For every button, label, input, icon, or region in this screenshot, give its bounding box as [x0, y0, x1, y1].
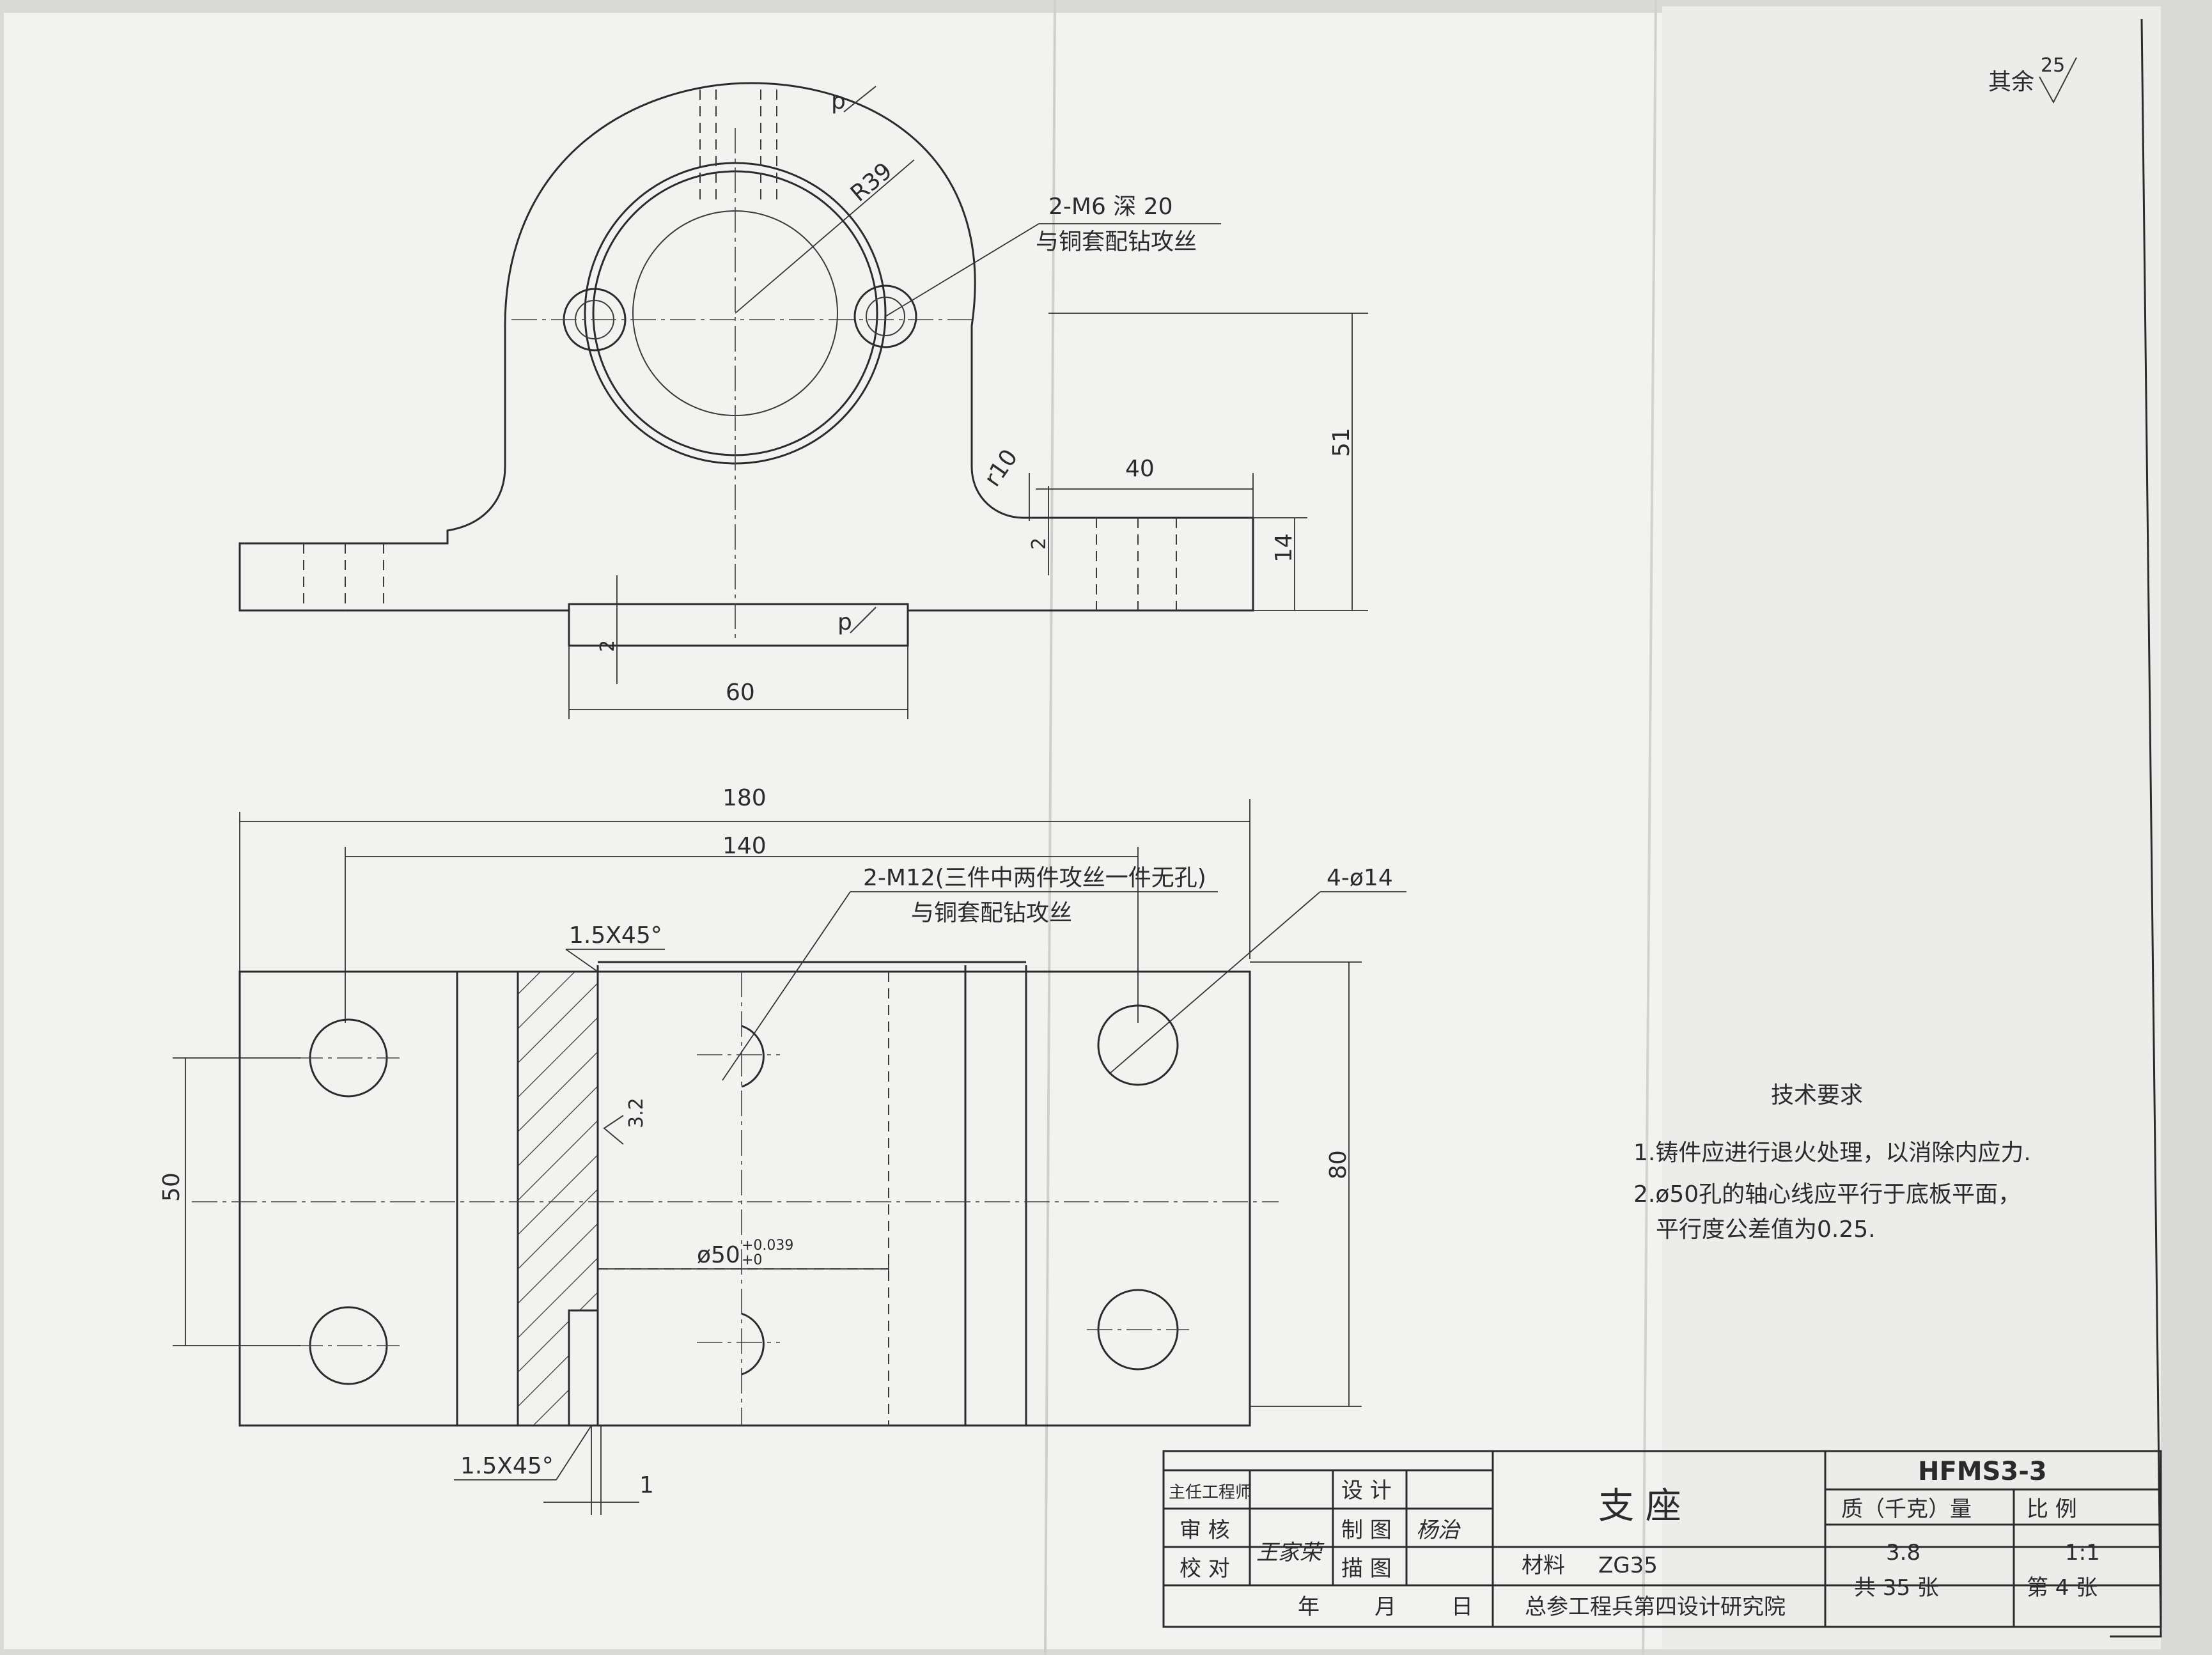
- title-block: 主任工程师 审 核 校 对 王家荣 设 计 制 图 描 图 杨治 年 月 日 支…: [1162, 1450, 2162, 1628]
- dim-51: 51: [1328, 428, 1355, 457]
- tb-mass-value: 3.8: [1886, 1540, 1920, 1566]
- thread-half-hole: [741, 1025, 765, 1088]
- tb-drawing-no: HFMS3-3: [1918, 1457, 2047, 1486]
- tb-date-day: 日: [1451, 1594, 1473, 1620]
- tb-check: 校 对: [1180, 1556, 1230, 1581]
- thread-note-line1: 2-M6 深 20: [1048, 194, 1173, 220]
- tb-date-month: 月: [1375, 1594, 1396, 1620]
- title-block-frame: [1162, 1450, 2162, 1628]
- thread-note-leader: [885, 223, 1040, 317]
- tb-review: 审 核: [1180, 1518, 1230, 1543]
- bore-tol-upper: +0.039: [742, 1238, 793, 1254]
- dim-1: 1: [639, 1472, 654, 1498]
- chamfer-top-leader: [565, 949, 598, 972]
- front-view: 180 140: [159, 785, 1406, 1515]
- tb-sig-draft: 杨治: [1416, 1518, 1461, 1543]
- thread-hole-right-inner: [866, 297, 905, 336]
- dim-2-left: 2: [596, 640, 619, 652]
- m12-leader: [722, 891, 851, 1081]
- bore-label: ø50: [697, 1242, 740, 1268]
- dim-80: 80: [1325, 1150, 1351, 1179]
- dim-60: 60: [726, 680, 755, 706]
- sheet-border: [2110, 19, 2162, 1638]
- tb-design: 设 计: [1341, 1478, 1392, 1503]
- tb-material-label: 材料: [1522, 1553, 1565, 1578]
- roughness-32: 3.2: [625, 1098, 648, 1128]
- surface-finish-value: 25: [2041, 54, 2065, 77]
- tech-requirements: 技术要求 1.铸件应进行退火处理，以消除内应力. 2.ø50孔的轴心线应平行于底…: [1633, 1082, 2031, 1243]
- top-view-outline: [238, 82, 1254, 612]
- tech-item-1: 1.铸件应进行退火处理，以消除内应力.: [1633, 1140, 2031, 1166]
- tech-item-2b: 平行度公差值为0.25.: [1656, 1216, 1876, 1243]
- roughness-tick: [850, 607, 876, 633]
- dim-50: 50: [159, 1172, 185, 1202]
- tb-material-value: ZG35: [1598, 1553, 1658, 1578]
- dim-40: 40: [1125, 456, 1155, 482]
- fold-line: [1642, 0, 1657, 1655]
- m12-note-line1: 2-M12(三件中两件攻丝一件无孔): [863, 865, 1206, 891]
- fold-line: [1044, 0, 1056, 1655]
- dim-2-right: 2: [1028, 538, 1050, 550]
- tb-sig-review: 王家荣: [1256, 1540, 1325, 1566]
- chamfer-bottom-leader: [556, 1425, 592, 1480]
- thread-half-hole: [741, 1312, 765, 1376]
- roughness-mark: p: [831, 88, 846, 114]
- roughness-symbol: [2039, 57, 2077, 104]
- tb-mass-label: 质（千克）量: [1841, 1496, 1972, 1522]
- roughness-tick: [843, 86, 876, 113]
- tb-date-year: 年: [1298, 1594, 1320, 1620]
- slot-notch: [568, 1309, 599, 1427]
- thread-hole-right: [853, 284, 917, 348]
- roughness-mark: p: [837, 609, 852, 635]
- tech-item-2: 2.ø50孔的轴心线应平行于底板平面，: [1633, 1181, 2021, 1208]
- tb-sheet-no: 第 4 张: [2027, 1575, 2098, 1601]
- tb-part-name: 支 座: [1598, 1486, 1681, 1527]
- front-view-outline: [238, 970, 1251, 1427]
- tb-tracing: 描 图: [1341, 1556, 1392, 1581]
- chamfer-top: 1.5X45°: [569, 922, 662, 949]
- holes-leader: [1109, 891, 1321, 1075]
- m12-note-line2: 与铜套配钻攻丝: [911, 900, 1072, 926]
- holes-label: 4-ø14: [1327, 865, 1393, 891]
- surface-finish-note: 其余: [1988, 69, 2034, 95]
- dim-14: 14: [1271, 533, 1297, 563]
- paper-right-strip: [1662, 6, 2161, 1649]
- bottom-relief: [568, 610, 909, 647]
- tb-drafting: 制 图: [1341, 1518, 1392, 1543]
- thread-note-line2: 与铜套配钻攻丝: [1036, 229, 1197, 255]
- dim-140: 140: [722, 833, 767, 859]
- top-view: R39 p p 2-M6 深 20 与铜套配钻攻丝 r10 40 2 51 14…: [238, 82, 1368, 719]
- radius-leader: [735, 159, 915, 314]
- tech-title: 技术要求: [1771, 1082, 1863, 1108]
- tb-sheets-total: 共 35 张: [1854, 1575, 1939, 1601]
- tb-chief-engineer: 主任工程师: [1169, 1483, 1252, 1502]
- bore-tol-lower: +0: [742, 1252, 762, 1268]
- chamfer-bottom: 1.5X45°: [460, 1453, 554, 1479]
- tb-scale-value: 1:1: [2065, 1540, 2100, 1566]
- dim-180: 180: [722, 785, 767, 811]
- mount-hole: [1097, 1004, 1179, 1086]
- roughness-symbol-32: [603, 1115, 624, 1145]
- tb-institute: 总参工程兵第四设计研究院: [1525, 1594, 1786, 1620]
- tb-scale-label: 比 例: [2027, 1496, 2077, 1522]
